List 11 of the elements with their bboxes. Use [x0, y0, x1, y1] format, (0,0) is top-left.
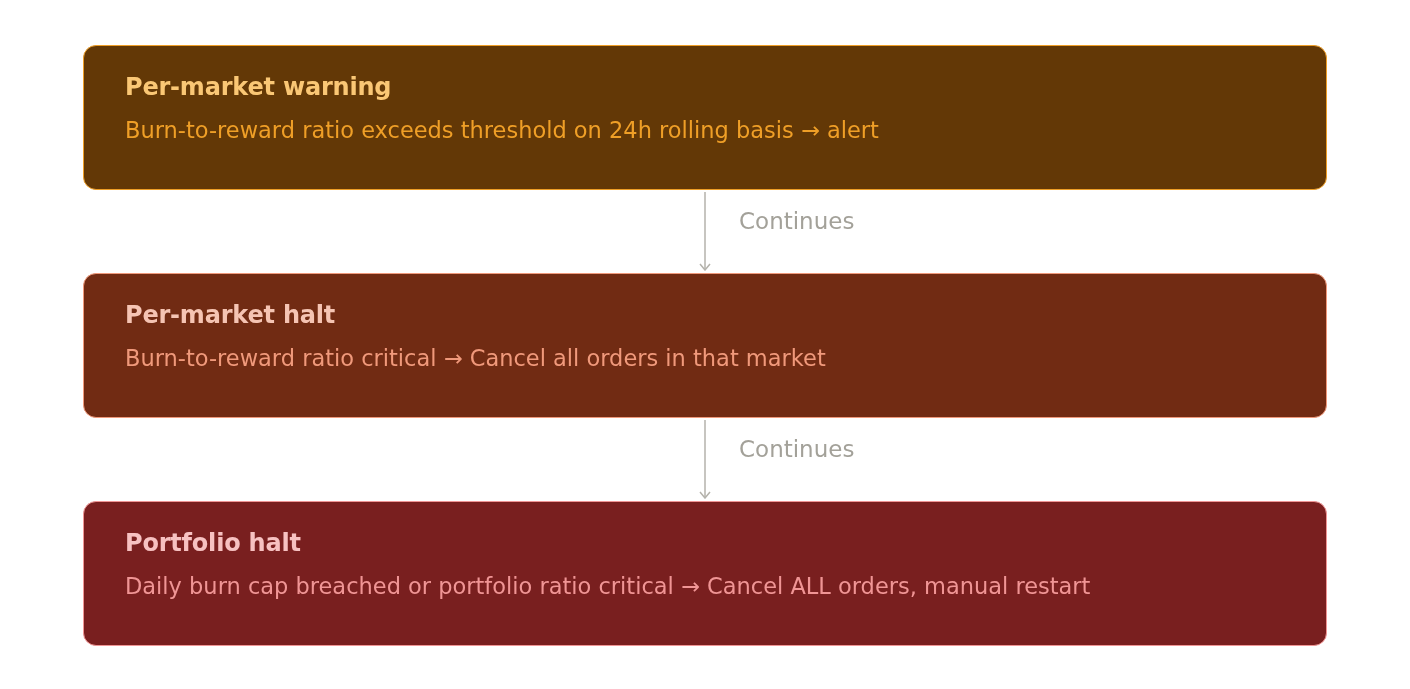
- stage-description: Burn-to-reward ratio exceeds threshold on 24h rolling basis → alert: [125, 117, 879, 143]
- arrow: [699, 419, 711, 499]
- stage-box: [83, 273, 1327, 418]
- stage-description: Burn-to-reward ratio critical → Cancel all orders in that market: [125, 345, 826, 371]
- stage-box: [83, 501, 1327, 646]
- arrow: [699, 191, 711, 271]
- stage-title: Portfolio halt: [125, 529, 301, 557]
- stage-title: Per-market halt: [125, 301, 336, 329]
- stage-description: Daily burn cap breached or portfolio ratio critical → Cancel ALL orders, manual restart: [125, 573, 1091, 599]
- stage-title: Per-market warning: [125, 73, 392, 101]
- stage-box: [83, 45, 1327, 190]
